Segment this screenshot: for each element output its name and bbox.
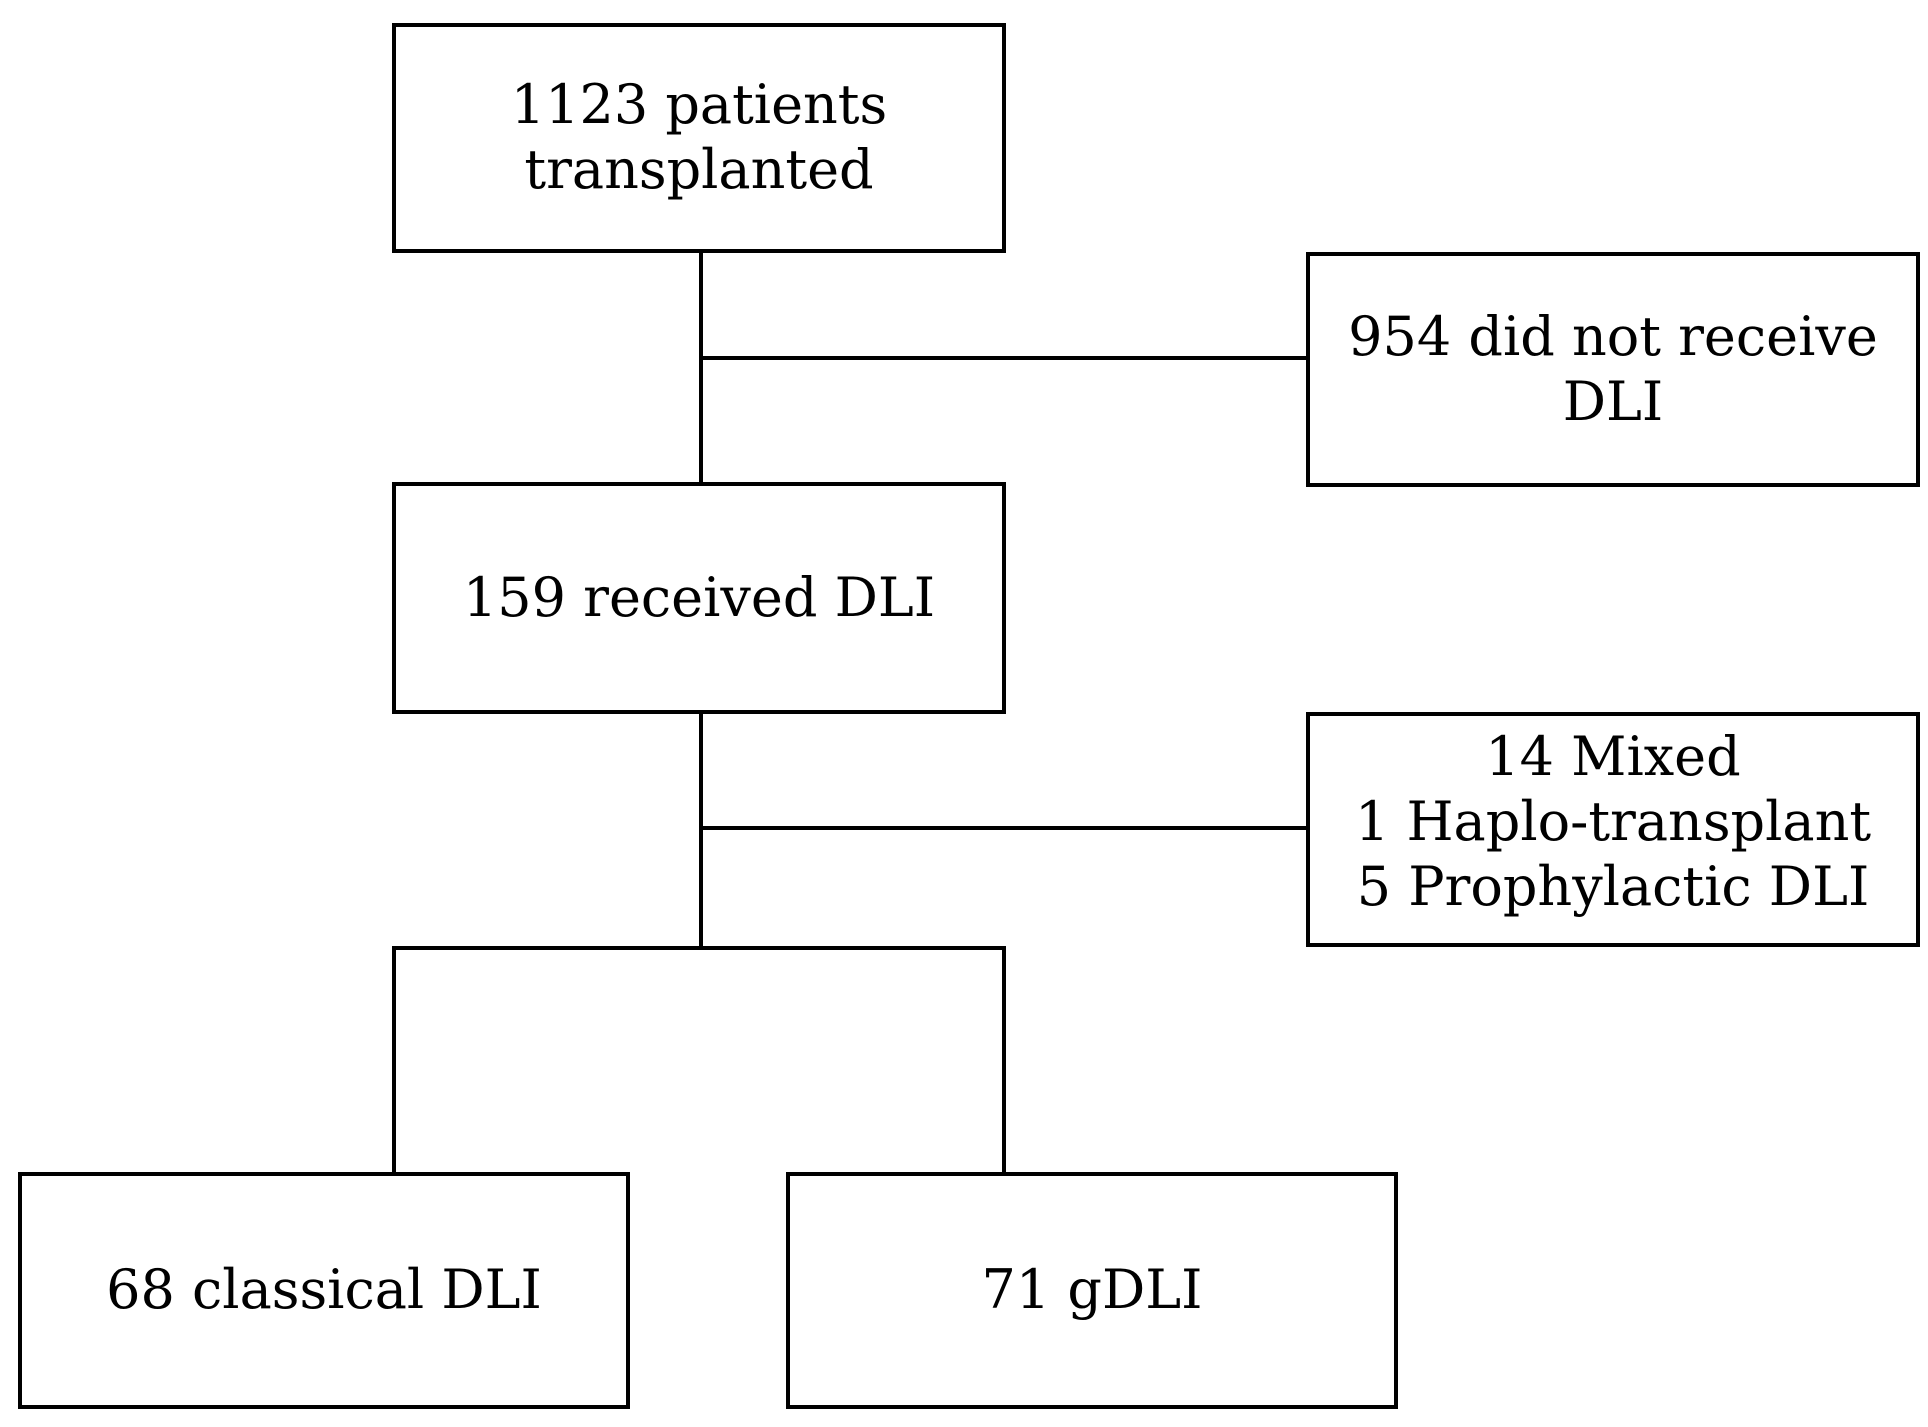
box-text-line: 1 Haplo-transplant — [1354, 790, 1872, 854]
box-received-dli: 159 received DLI — [392, 482, 1006, 714]
box-text-line: 954 did not receive — [1348, 304, 1878, 368]
box-text-line: 159 received DLI — [462, 565, 936, 629]
box-gdli: 71 gDLI — [786, 1172, 1398, 1409]
box-text-line: DLI — [1562, 369, 1664, 433]
box-patients-transplanted: 1123 patients transplanted — [392, 23, 1006, 253]
box-text-line: 68 classical DLI — [106, 1258, 542, 1322]
box-excluded-other: 14 Mixed 1 Haplo-transplant 5 Prophylact… — [1306, 712, 1920, 947]
box-text-line: 71 gDLI — [981, 1258, 1203, 1322]
box-text-line: 5 Prophylactic DLI — [1356, 854, 1870, 918]
box-classical-dli: 68 classical DLI — [18, 1172, 630, 1409]
box-did-not-receive-dli: 954 did not receive DLI — [1306, 252, 1920, 487]
box-text-line: transplanted — [524, 138, 874, 201]
box-text-line: 14 Mixed — [1485, 725, 1741, 789]
box-text-line: 1123 patients — [510, 73, 888, 137]
